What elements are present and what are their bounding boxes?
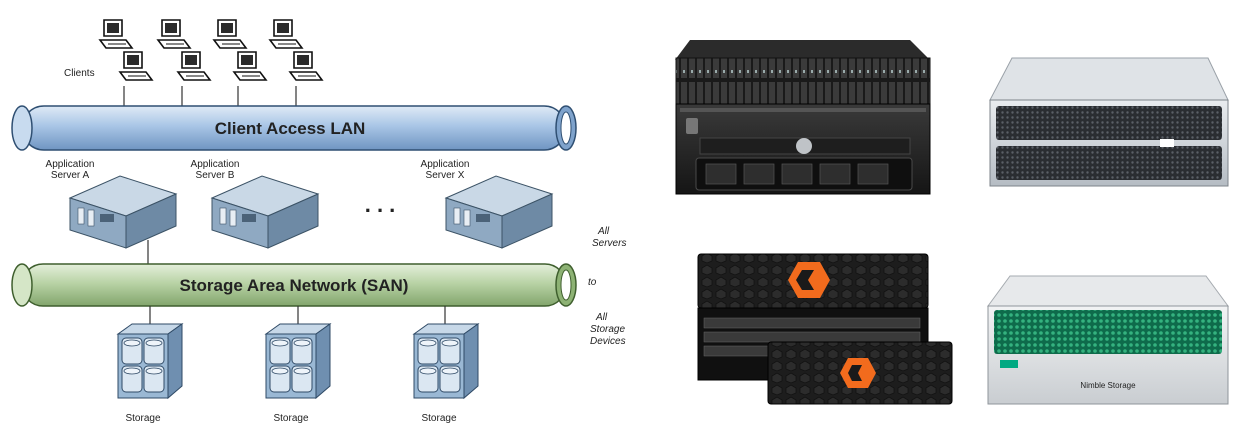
pure-logo-icon <box>840 358 876 388</box>
clients-group: Clients <box>64 19 324 81</box>
server-a-label-2: Server A <box>51 170 90 181</box>
storage-label: Storage <box>125 413 160 424</box>
san-pipe: Storage Area Network (SAN) <box>11 263 577 307</box>
client-computer-icon <box>232 51 268 81</box>
client-computer-icon <box>288 51 324 81</box>
pure-logo-icon <box>788 262 830 298</box>
server-ellipsis: . . . <box>365 192 396 217</box>
storage-label: Storage <box>273 413 308 424</box>
side-note-to: to <box>588 277 597 288</box>
side-note-all-1: All <box>597 226 610 237</box>
client-computer-icon <box>268 19 304 49</box>
server-a: Application Server A <box>46 159 178 249</box>
server-icon <box>68 175 178 249</box>
side-note-all-2: All <box>595 312 608 323</box>
storage-unit <box>264 323 332 400</box>
storage-label: Storage <box>421 413 456 424</box>
san-label: Storage Area Network (SAN) <box>180 276 409 295</box>
nimble-storage-array-photo: Nimble Storage <box>987 275 1229 405</box>
server-x-label-1: Application <box>421 159 470 170</box>
server-icon <box>210 175 320 249</box>
server-b-label-1: Application <box>191 159 240 170</box>
server-a-label-1: Application <box>46 159 95 170</box>
dell-storage-array-photo <box>675 40 931 195</box>
clients-label: Clients <box>64 68 95 79</box>
storage-unit <box>412 323 480 400</box>
side-note-servers: Servers <box>592 238 626 249</box>
client-computer-icon <box>212 19 248 49</box>
client-computer-icon <box>156 19 192 49</box>
netapp-storage-array-photo <box>989 57 1229 187</box>
pure-storage-arrays-photo <box>697 253 953 405</box>
server-b: Application Server B <box>191 159 320 249</box>
dell-logo-icon <box>796 138 812 154</box>
side-note-storage: Storage <box>590 324 625 335</box>
storage-unit <box>116 323 184 400</box>
server-x: Application Server X <box>421 159 554 249</box>
lan-label: Client Access LAN <box>215 119 366 138</box>
storage-units: Storage Storage Storage <box>116 323 480 424</box>
side-note-devices: Devices <box>590 336 626 347</box>
application-servers: Application Server A Application Server … <box>46 159 554 249</box>
storage-drop-lines <box>149 306 446 324</box>
side-note: All Servers to All Storage Devices <box>588 226 626 347</box>
server-icon <box>444 175 554 249</box>
client-computer-icon <box>98 19 134 49</box>
server-b-label-2: Server B <box>196 170 235 181</box>
client-computer-icon <box>176 51 212 81</box>
server-x-label-2: Server X <box>426 170 465 181</box>
nimble-label: Nimble Storage <box>1080 381 1136 390</box>
client-drop-lines <box>123 86 297 106</box>
client-computer-icon <box>118 51 154 81</box>
client-access-lan-pipe: Client Access LAN <box>11 105 577 151</box>
